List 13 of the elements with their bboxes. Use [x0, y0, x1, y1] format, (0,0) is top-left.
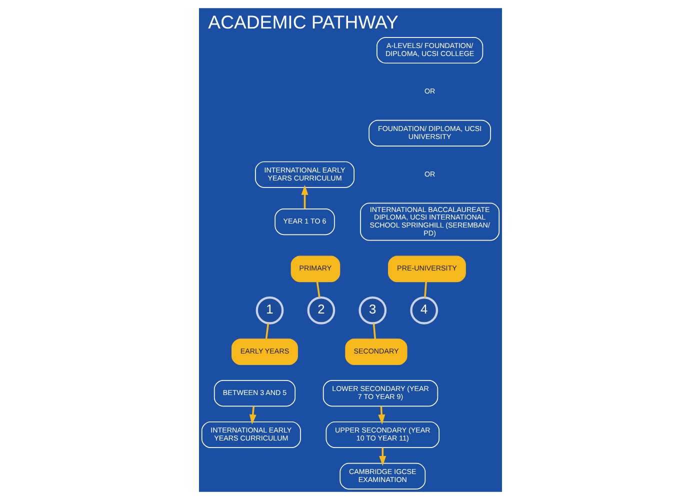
connector — [372, 323, 376, 340]
node-circle: 2 — [306, 296, 335, 324]
node-circle: 1 — [255, 296, 284, 324]
arrow — [248, 406, 256, 425]
connector — [424, 282, 426, 298]
arrow — [378, 406, 385, 425]
connector — [264, 323, 269, 340]
diagram-title: ACADEMIC PATHWAY — [208, 12, 398, 33]
arrow — [300, 184, 308, 209]
arrow — [378, 448, 386, 466]
node-circle: 3 — [358, 296, 386, 324]
connector — [316, 282, 320, 298]
node-circle: 4 — [410, 296, 438, 324]
